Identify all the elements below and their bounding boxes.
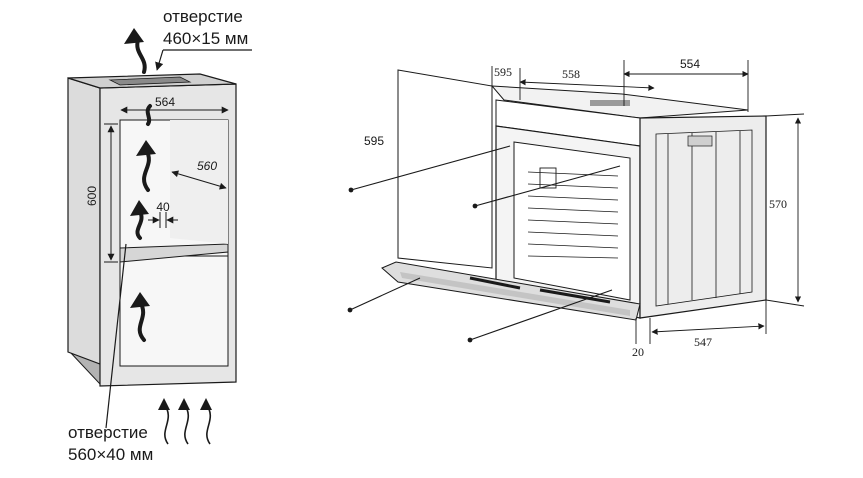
callout-dot <box>472 203 478 209</box>
airflow-arrow-icon <box>130 200 149 240</box>
body-depth-dim-line <box>651 323 765 335</box>
oven-front-panel <box>397 69 493 269</box>
depth-dim-line <box>171 170 227 190</box>
callout-dot <box>347 307 353 313</box>
door-thickness-label: 20 <box>632 345 644 359</box>
callout-leaders <box>349 145 621 341</box>
front-width-label: 595 <box>494 65 512 79</box>
intake-arrows-icon <box>158 398 212 445</box>
cabinet-shelf <box>119 243 229 263</box>
body-width-dim-line <box>519 79 655 91</box>
gap-dim-label: 40 <box>156 200 170 214</box>
top-vent-size: 460×15 мм <box>163 29 248 48</box>
airflow-arrow-icon <box>136 140 156 192</box>
airflow-arrow-icon <box>124 28 147 74</box>
oven-drawing: 595 558 554 595 570 20 547 <box>347 57 805 359</box>
callout-dot <box>467 337 473 343</box>
front-height-label: 595 <box>364 134 384 148</box>
width-dim-label: 564 <box>155 95 175 109</box>
top-vent-opening <box>108 76 192 86</box>
body-depth-label: 547 <box>694 335 712 349</box>
airflow-arrow-icon <box>145 104 152 126</box>
cabinet-drawing: 564 560 600 40 отверстие 460×15 мм отвер… <box>67 7 252 464</box>
cabinet-lower-interior <box>119 255 229 367</box>
callout-dot <box>348 187 354 193</box>
airflow-arrow-icon <box>130 292 150 342</box>
oven-cavity <box>513 141 631 301</box>
body-height-label: 570 <box>769 197 787 211</box>
top-depth-label: 554 <box>680 57 700 71</box>
oven-rack-rails <box>527 171 619 259</box>
body-width-label: 558 <box>562 67 580 81</box>
depth-dim-label: 560 <box>197 159 217 173</box>
oven-lamp <box>539 167 557 189</box>
oven-side-ribs <box>655 129 753 307</box>
cabinet-side-panel <box>67 77 101 365</box>
bottom-vent-size: 560×40 мм <box>68 445 153 464</box>
bottom-vent-label: отверстие <box>68 423 148 442</box>
top-vent-label: отверстие <box>163 7 243 26</box>
height-dim-label: 600 <box>85 186 99 206</box>
